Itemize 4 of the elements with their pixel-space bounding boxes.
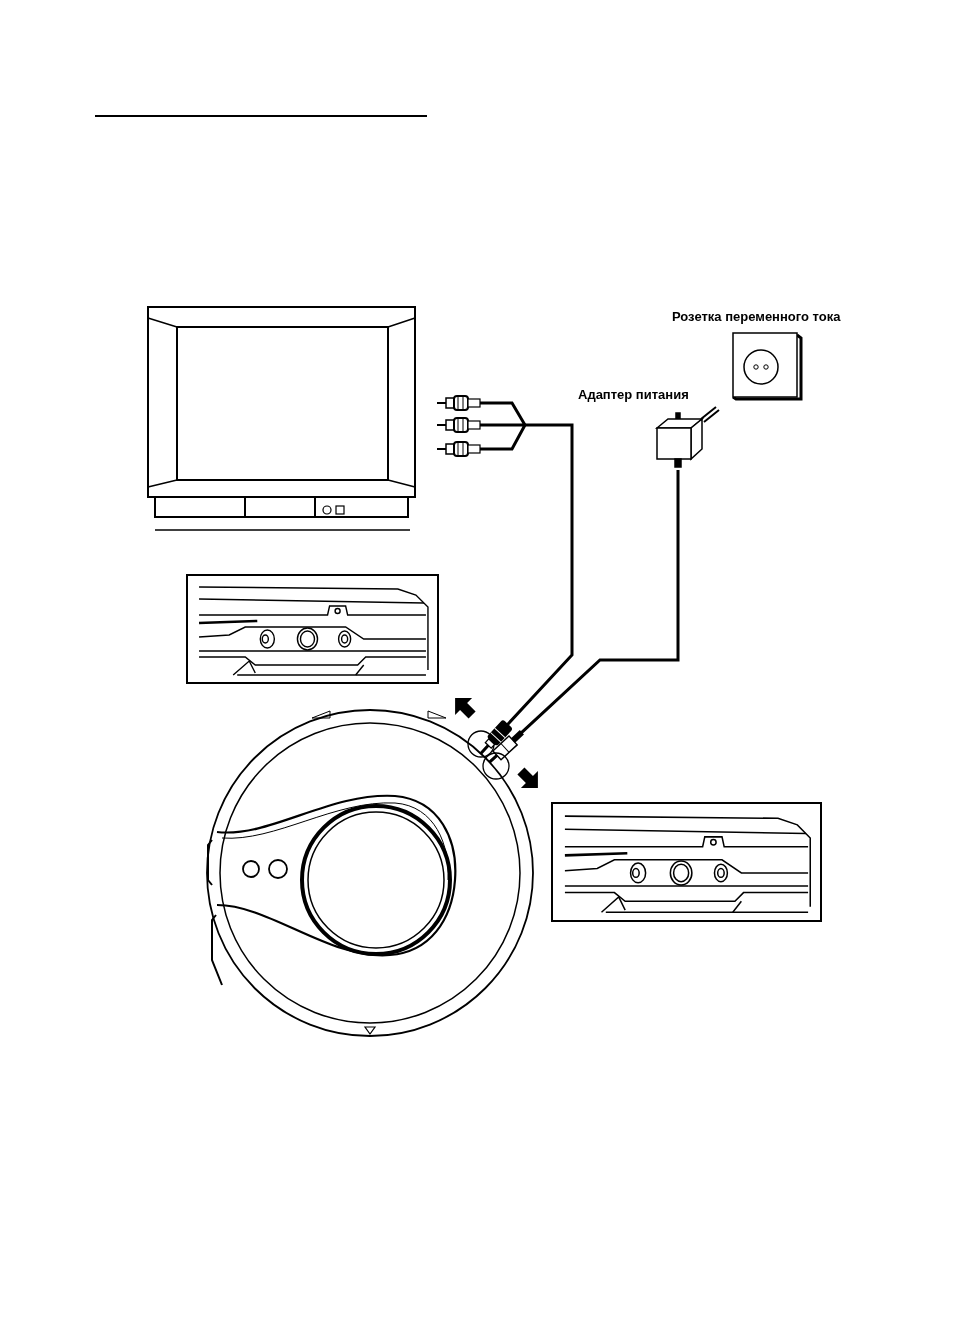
outlet-label: Розетка переменного тока <box>672 309 841 324</box>
adapter-label: Адаптер питания <box>578 387 689 402</box>
cable <box>479 423 574 755</box>
cable <box>488 470 680 764</box>
